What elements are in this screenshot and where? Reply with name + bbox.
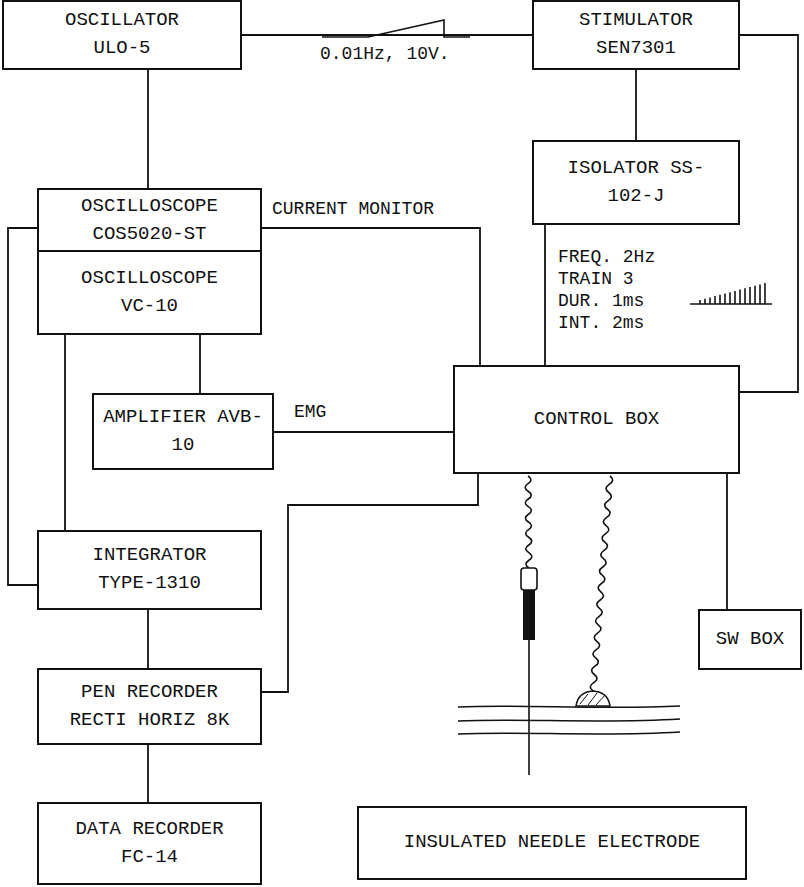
- skin-layer: [458, 732, 680, 734]
- device-box: OSCILLOSCOPE VC-10: [37, 250, 262, 335]
- signal-wire: [147, 745, 149, 802]
- signal-wire: [544, 225, 546, 365]
- needle-shaft: [528, 640, 530, 775]
- pulse-train: [700, 283, 765, 304]
- device-box: DATA RECORDER FC-14: [37, 802, 262, 885]
- signal-wire: [147, 70, 149, 188]
- device-label: OSCILLOSCOPE VC-10: [67, 265, 232, 320]
- signal-wire: [635, 70, 637, 140]
- device-label: AMPLIFIER AVB-10: [100, 404, 265, 459]
- device-box: SW BOX: [698, 609, 802, 670]
- wire-label: 0.01Hz, 10V.: [318, 44, 452, 66]
- device-box: ISOLATOR SS-102-J: [532, 140, 740, 225]
- skin-layer: [458, 706, 680, 707]
- signal-wire: [262, 474, 478, 692]
- device-label: STIMULATOR SEN7301: [553, 7, 718, 62]
- stimulus-parameter: INT. 2ms: [556, 313, 646, 335]
- signal-wire: [242, 34, 532, 36]
- signal-wire: [8, 228, 37, 585]
- electrode-lead: [525, 476, 532, 568]
- device-label: DATA RECORDER FC-14: [67, 816, 232, 871]
- device-label: INSULATED NEEDLE ELECTRODE: [404, 829, 700, 857]
- stimulus-parameter: DUR. 1ms: [556, 291, 646, 313]
- signal-wire: [740, 35, 798, 392]
- device-label: CONTROL BOX: [534, 406, 659, 434]
- signal-wire: [726, 474, 728, 609]
- signal-wire: [274, 431, 453, 433]
- skin-layer: [458, 719, 680, 721]
- needle-holder: [521, 568, 537, 640]
- device-label: OSCILLOSCOPE COS5020-ST: [67, 193, 232, 248]
- signal-wire: [199, 335, 201, 393]
- surface-electrode: [576, 691, 610, 706]
- stimulus-parameter: FREQ. 2Hz: [556, 247, 657, 269]
- signal-wire: [147, 610, 149, 668]
- stimulus-parameter: TRAIN 3: [556, 269, 636, 291]
- device-box: OSCILLATOR ULO-5: [2, 0, 242, 70]
- device-label: INTEGRATOR TYPE-1310: [67, 542, 232, 597]
- device-label: OSCILLATOR ULO-5: [39, 7, 204, 62]
- device-box: AMPLIFIER AVB-10: [92, 393, 274, 470]
- electrode-lead: [590, 476, 612, 691]
- device-label: ISOLATOR SS-102-J: [553, 155, 718, 210]
- wire-label: EMG: [292, 402, 328, 424]
- device-box: STIMULATOR SEN7301: [532, 0, 740, 70]
- device-label: PEN RECORDER RECTI HORIZ 8K: [67, 679, 232, 734]
- device-box: CONTROL BOX: [453, 365, 740, 474]
- device-box: OSCILLOSCOPE COS5020-ST: [37, 188, 262, 254]
- device-box: INSULATED NEEDLE ELECTRODE: [357, 806, 747, 880]
- device-label: SW BOX: [716, 626, 784, 654]
- device-box: INTEGRATOR TYPE-1310: [37, 530, 262, 610]
- signal-wire: [262, 228, 480, 365]
- signal-wire: [64, 335, 66, 530]
- wire-label: CURRENT MONITOR: [270, 199, 436, 221]
- device-box: PEN RECORDER RECTI HORIZ 8K: [37, 668, 262, 745]
